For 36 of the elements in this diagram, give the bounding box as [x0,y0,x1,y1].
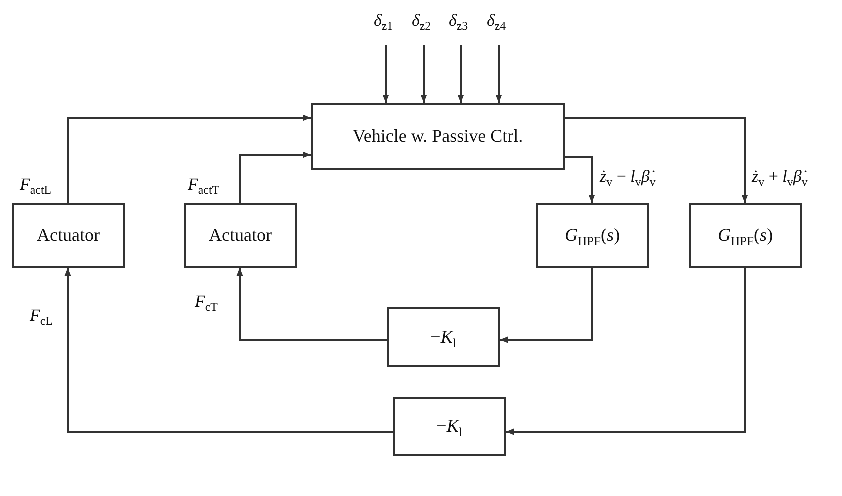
edge-label: δ$_{z2}$ [412,12,432,29]
arrow [382,45,390,103]
edge-label: F$_{actT}$ [188,176,220,193]
block-label: Vehicle w. Passive Ctrl. [352,126,524,147]
arrow [506,268,746,436]
block-label: G$_{HPF}$(s) [564,225,620,246]
edge-label: F$_{cL}$ [30,307,53,324]
edge-label: F$_{actL}$ [20,176,52,193]
edge-label: δ$_{z4}$ [487,12,506,29]
arrow [500,268,593,344]
arrow [565,117,748,203]
block-box [387,307,500,367]
block-box [536,203,649,268]
edge-label: ż$_{v}$ + l$_{v}$β̇$_{v}$ [752,168,808,185]
arrow [496,45,502,103]
edge-label: ż$_{v}$ − l$_{v}$β̇$_{v}$ [600,168,656,185]
arrow [239,152,311,203]
arrow [64,268,393,433]
block-label: Actuator [209,225,272,246]
block-box [12,203,125,268]
block-box [311,103,565,170]
block-box [689,203,802,268]
block-label: G$_{HPF}$(s) [718,225,774,246]
edge-label: δ$_{z3}$ [449,12,468,29]
arrow [458,45,464,103]
arrow [67,114,311,203]
arrow [236,268,387,341]
arrow [565,156,596,203]
block-label: −K$_{l}$ [430,326,456,348]
arrow [420,45,428,103]
edge-label: F$_{cT}$ [195,293,218,310]
block-label: Actuator [37,225,100,246]
block-box [393,397,506,456]
block-box [184,203,297,268]
edge-label: δ$_{z1}$ [374,12,394,29]
block-label: −K$_{l}$ [436,416,462,437]
